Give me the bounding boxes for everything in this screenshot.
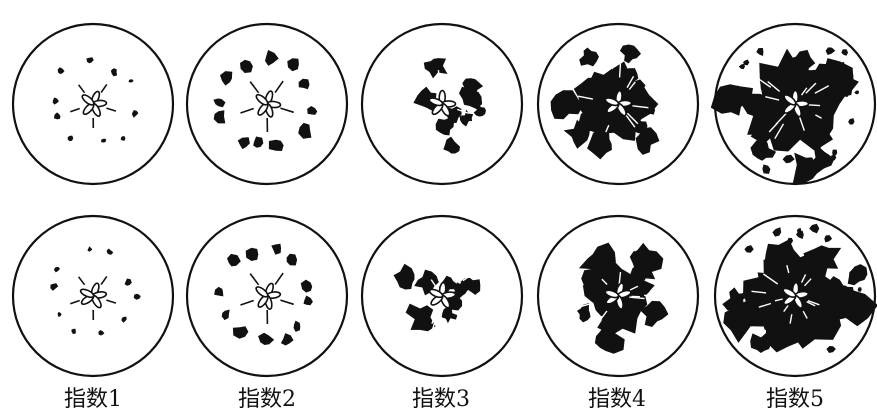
tissue-streak (620, 63, 621, 77)
cross-section-r1-c1 (13, 24, 173, 184)
cross-section-r1-c4 (538, 24, 698, 184)
index-label-5: 指数5 (740, 386, 850, 414)
index-label-2: 指数2 (212, 386, 322, 414)
cross-section-r2-c3 (362, 216, 522, 376)
cross-section-r2-c2 (187, 216, 347, 376)
cross-section-r2-c4 (538, 216, 698, 376)
cross-section-r2-c5 (715, 216, 877, 376)
index-label-1: 指数1 (38, 386, 148, 414)
cross-section-r1-c2 (187, 24, 347, 184)
index-label-3: 指数3 (386, 386, 496, 414)
cross-section-r1-c3 (362, 24, 522, 184)
cross-section-r2-c1 (13, 216, 173, 376)
cross-section-r1-c5 (711, 24, 875, 185)
index-label-4: 指数4 (562, 386, 672, 414)
